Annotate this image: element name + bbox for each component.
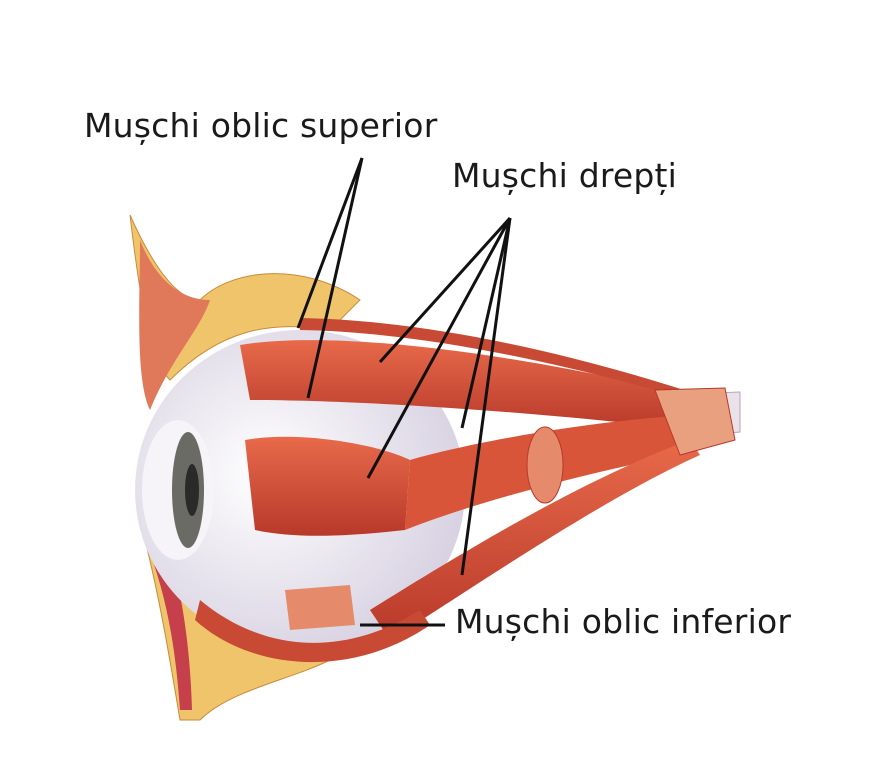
leader-rectus-4 bbox=[460, 217, 512, 576]
eyelid-lower bbox=[145, 540, 192, 710]
cut-muscle-end bbox=[526, 426, 564, 504]
eyelid-upper bbox=[139, 240, 210, 410]
annulus-of-zinn bbox=[654, 387, 736, 456]
insertion-patch bbox=[285, 585, 355, 630]
leader-rectus-1 bbox=[378, 216, 512, 364]
pupil bbox=[185, 464, 199, 516]
leader-rectus-2 bbox=[366, 217, 512, 479]
label-superior-oblique: Mușchi oblic superior bbox=[84, 106, 438, 145]
lateral-rectus-muscle bbox=[245, 436, 410, 536]
label-rectus-muscles: Mușchi drepți bbox=[452, 156, 678, 195]
superior-oblique-tendon bbox=[300, 318, 690, 400]
superior-rectus-muscle bbox=[240, 340, 690, 430]
leader-superior-oblique-1 bbox=[296, 157, 364, 329]
leader-superior-oblique-2 bbox=[306, 157, 364, 399]
inferior-rectus-muscle bbox=[370, 440, 700, 640]
leader-rectus-3 bbox=[460, 217, 512, 429]
label-inferior-oblique: Mușchi oblic inferior bbox=[455, 602, 792, 641]
inferior-oblique-muscle bbox=[195, 600, 430, 663]
